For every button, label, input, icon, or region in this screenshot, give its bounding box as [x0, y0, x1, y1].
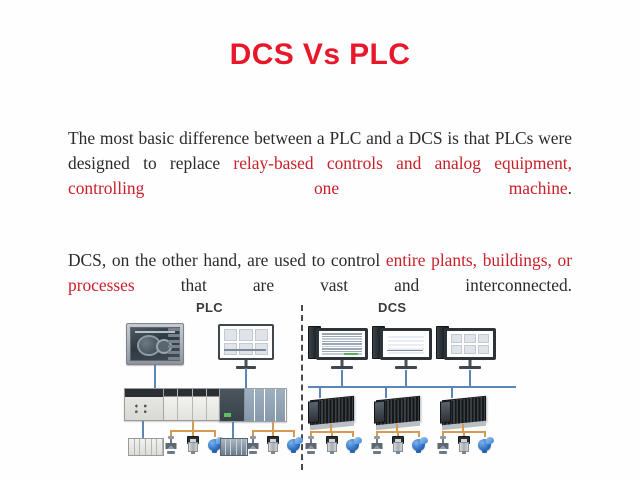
blue-pump-2 [286, 437, 303, 453]
fieldbus-drop-3a [310, 431, 312, 437]
body-text-block: The most basic difference between a PLC … [68, 126, 572, 323]
network-drop-ws1 [341, 370, 343, 386]
operator-station-3-stand [468, 360, 472, 366]
fieldbus-drop-5b [463, 431, 465, 437]
control-valve-4 [370, 436, 384, 454]
operator-station-3-base [459, 366, 481, 369]
operator-station-2-trend-line [386, 349, 424, 352]
operator-station-1-screen [316, 328, 368, 360]
plc2-to-iobox-wire [232, 422, 234, 438]
dcs-controller-cabinet-2 [374, 395, 420, 431]
blue-pump-5 [477, 437, 494, 453]
fieldbus-riser-5 [462, 424, 464, 431]
dcs-controller-cabinet-3 [440, 395, 486, 431]
screen-graphic-tiles [224, 329, 268, 355]
fieldbus-drop-4c [418, 431, 420, 437]
fieldbus-drop-2c [293, 430, 295, 437]
hmi2-to-plc2-wire [245, 368, 247, 388]
fieldbus-riser-1 [192, 421, 194, 430]
fieldbus-drop-4b [397, 431, 399, 437]
flat-panel-screen [218, 324, 274, 360]
network-drop-ws3 [469, 370, 471, 386]
plant-control-network-bus [308, 386, 516, 388]
fieldbus-drop-1a [170, 430, 172, 437]
fieldbus-drop-3b [331, 431, 333, 437]
plc-to-iobox-wire [142, 421, 144, 438]
paragraph-1-segment-3: . [567, 178, 572, 198]
hmi-softkeys [168, 328, 180, 360]
network-drop-ws2 [405, 370, 407, 386]
operator-station-2-stand [404, 360, 408, 366]
network-drop-ctrl3 [451, 386, 453, 398]
paragraph-2: DCS, on the other hand, are used to cont… [68, 248, 572, 323]
plc-rack-compact [219, 388, 287, 422]
screen-trend-line [224, 349, 266, 351]
hmi-operator-panel [126, 323, 184, 365]
transmitter-1 [186, 436, 199, 454]
hmi-screen [130, 327, 180, 361]
paragraph-2-segment-1: DCS, on the other hand, are used to cont… [68, 250, 386, 270]
monitor-stand [244, 360, 248, 366]
control-valve-3 [304, 436, 318, 454]
dcs-controller-cabinet-1 [308, 395, 354, 431]
control-valve-5 [436, 436, 450, 454]
monitor-base [236, 366, 256, 369]
operator-station-2-base [395, 366, 417, 369]
paragraph-2-segment-3: that are vast and interconnected. [134, 275, 572, 295]
operator-station-2 [380, 328, 432, 370]
fieldbus-drop-1c [214, 430, 216, 437]
screen-status-strip [344, 353, 359, 356]
fieldbus-drop-4a [376, 431, 378, 437]
operator-station-3 [444, 328, 496, 370]
operator-station-1 [316, 328, 368, 370]
plc2-cpu-module [220, 389, 245, 421]
fieldbus-riser-3 [330, 424, 332, 431]
trend-overview-graphic [387, 334, 425, 354]
hmi-status-bar [134, 330, 176, 334]
paragraph-2-highlight: entire plants, buildings, or processes [68, 250, 572, 295]
fieldbus-drop-5a [442, 431, 444, 437]
fieldbus-riser-4 [396, 424, 398, 431]
plc-vs-dcs-diagram: PLC DCS [120, 300, 520, 472]
control-valve-2 [246, 436, 260, 454]
alarm-table-rows [321, 333, 363, 355]
transmitter-3 [325, 436, 338, 454]
process-graphic-tiles [450, 333, 490, 355]
network-drop-ctrl2 [385, 386, 387, 398]
io-terminal-block-1 [128, 438, 164, 456]
fieldbus-trunk-2 [252, 430, 295, 432]
hmi-to-plc-wire [154, 365, 156, 388]
fieldbus-drop-2a [252, 430, 254, 437]
plc-rack-modular [124, 388, 237, 421]
blue-pump-3 [345, 437, 362, 453]
section-divider [301, 305, 303, 470]
blue-pump-4 [411, 437, 428, 453]
fieldbus-riser-2 [272, 422, 274, 430]
page-title: DCS Vs PLC [229, 38, 411, 71]
control-valve-1 [164, 436, 178, 454]
transmitter-5 [457, 436, 470, 454]
io-terminal-block-2 [220, 438, 248, 456]
fieldbus-drop-3c [352, 431, 354, 437]
plc2-io-modules [244, 389, 286, 421]
transmitter-2 [266, 436, 279, 454]
paragraph-1-segment-1: The most basic difference between a PLC … [68, 128, 572, 173]
operator-station-1-base [331, 366, 353, 369]
dcs-section-label: DCS [378, 300, 407, 315]
operator-station-2-screen [380, 328, 432, 360]
transmitter-4 [391, 436, 404, 454]
fieldbus-drop-2b [272, 430, 274, 437]
operator-station-3-screen [444, 328, 496, 360]
network-drop-ctrl1 [319, 386, 321, 398]
flat-panel-monitor [218, 324, 274, 369]
fieldbus-drop-5c [484, 431, 486, 437]
operator-station-1-stand [340, 360, 344, 366]
plc-section-label: PLC [196, 300, 223, 315]
paragraph-1: The most basic difference between a PLC … [68, 126, 572, 226]
plc-cpu-module [125, 389, 164, 420]
fieldbus-drop-1b [192, 430, 194, 437]
paragraph-1-highlight: relay-based controls and analog equipmen… [68, 153, 572, 198]
